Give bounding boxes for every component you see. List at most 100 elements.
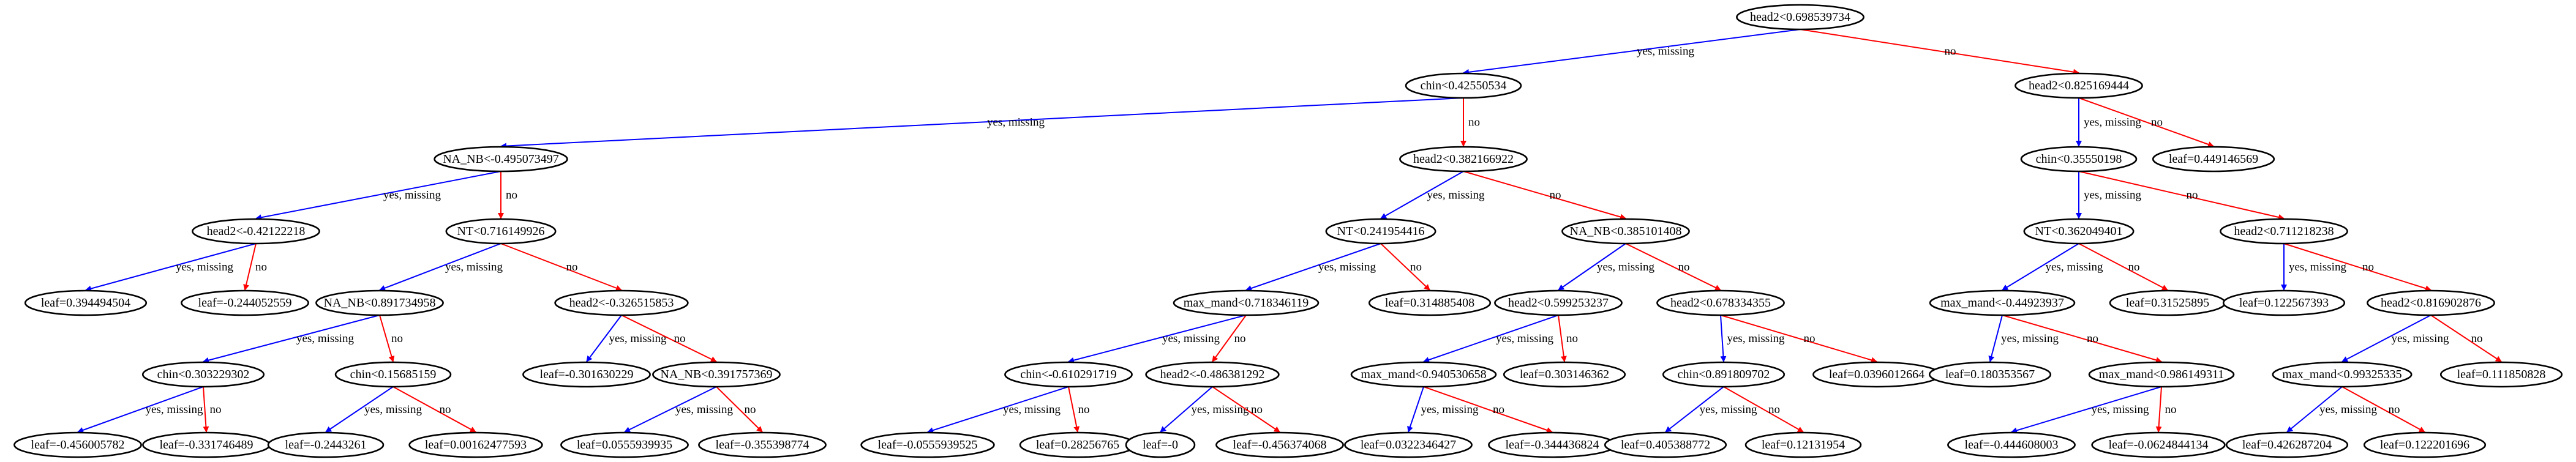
node-label: head2<0.825169444 bbox=[2029, 79, 2129, 92]
node-ellipse bbox=[192, 218, 320, 245]
node-ellipse bbox=[334, 361, 452, 388]
edge-no-n19-n32: no bbox=[1558, 315, 1578, 362]
leaf-node-n34: leaf=0.0396012664 bbox=[1812, 361, 1941, 388]
edge-line bbox=[2011, 386, 2162, 434]
node-ellipse bbox=[554, 289, 689, 316]
edge-label: yes, missing bbox=[1162, 332, 1220, 345]
node-ellipse bbox=[1928, 361, 2052, 388]
node-label: leaf=0.449146569 bbox=[2169, 152, 2258, 166]
split-node-n31: max_mand<0.940530658 bbox=[1350, 361, 1497, 388]
edge-label: no bbox=[1678, 261, 1690, 274]
node-ellipse bbox=[1604, 431, 1727, 458]
edge-yes-n16-n27: yes, missing bbox=[586, 315, 667, 362]
leaf-node-n53: leaf=-0.444608003 bbox=[1947, 431, 2076, 458]
split-node-n8: NT<0.716149926 bbox=[445, 218, 557, 245]
node-label: chin<0.303229302 bbox=[157, 368, 250, 381]
node-ellipse bbox=[1004, 361, 1133, 388]
node-ellipse bbox=[2225, 431, 2349, 458]
edge-line bbox=[1212, 386, 1280, 433]
edge-line bbox=[1212, 315, 1247, 362]
node-label: leaf=-0.2443261 bbox=[285, 438, 367, 452]
edge-label: yes, missing bbox=[1192, 403, 1249, 416]
leaf-node-n22: leaf=0.31525895 bbox=[2109, 289, 2226, 316]
edge-label: yes, missing bbox=[2046, 261, 2103, 274]
edge-line bbox=[1558, 315, 1567, 362]
edge-line bbox=[1720, 315, 1877, 363]
edge-label: yes, missing bbox=[296, 332, 354, 345]
node-label: head2<0.698539734 bbox=[1750, 10, 1850, 24]
edge-line bbox=[1380, 171, 1464, 219]
node-label: head2<-0.486381292 bbox=[1160, 368, 1265, 381]
node-label: leaf=-0.344436824 bbox=[1506, 438, 1599, 452]
leaf-node-n52: leaf=0.12131954 bbox=[1744, 431, 1862, 458]
node-label: leaf=0.314885408 bbox=[1385, 296, 1474, 310]
edge-yes-n15-n25: yes, missing bbox=[203, 315, 380, 363]
node-label: leaf=0.394494504 bbox=[41, 296, 130, 310]
edge-line bbox=[1407, 386, 1424, 433]
node-label: leaf=-0.456374068 bbox=[1233, 438, 1327, 452]
node-ellipse bbox=[24, 289, 148, 316]
node-ellipse bbox=[1125, 431, 1196, 458]
edge-line bbox=[1068, 315, 1247, 363]
edge-no-n5-n12: no bbox=[2078, 171, 2285, 220]
edge-label: yes, missing bbox=[609, 332, 667, 345]
node-label: chin<-0.610291719 bbox=[1020, 368, 1116, 381]
node-label: leaf=-0.331746489 bbox=[160, 438, 253, 452]
edge-no-n7-n14: no bbox=[243, 243, 267, 291]
edge-label: yes, missing bbox=[1637, 45, 1694, 58]
node-ellipse bbox=[2220, 218, 2348, 245]
edge-label: yes, missing bbox=[987, 116, 1045, 129]
edge-no-n24-n38: no bbox=[2430, 315, 2502, 362]
edge-line bbox=[203, 386, 209, 433]
node-ellipse bbox=[2088, 361, 2235, 388]
edge-line bbox=[2341, 386, 2425, 433]
split-node-n25: chin<0.303229302 bbox=[141, 361, 265, 388]
edge-label: yes, missing bbox=[383, 189, 441, 202]
node-ellipse bbox=[434, 146, 568, 173]
edge-yes-n9-n17: yes, missing bbox=[1245, 243, 1381, 291]
edge-line bbox=[2078, 243, 2168, 291]
edge-label: no bbox=[674, 332, 686, 345]
edge-line bbox=[243, 243, 257, 291]
edge-no-n12-n24: no bbox=[2283, 243, 2431, 292]
edge-label: no bbox=[2087, 332, 2098, 345]
edge-line bbox=[1665, 386, 1724, 433]
leaf-node-n49: leaf=0.0322346427 bbox=[1344, 431, 1473, 458]
split-node-n4: head2<0.382166922 bbox=[1399, 146, 1528, 173]
node-label: leaf=0.303146362 bbox=[1520, 368, 1609, 381]
node-label: NA_NB<0.891734958 bbox=[324, 296, 436, 310]
split-node-n12: head2<0.711218238 bbox=[2220, 218, 2348, 245]
edge-no-n9-n18: no bbox=[1380, 243, 1430, 291]
edge-line bbox=[1625, 243, 1721, 291]
node-ellipse bbox=[1656, 289, 1785, 316]
edge-label: yes, missing bbox=[675, 403, 733, 416]
node-ellipse bbox=[1561, 218, 1690, 245]
edge-no-n0-n2: no bbox=[1800, 29, 2079, 75]
edge-yes-n31-n49: yes, missing bbox=[1407, 386, 1479, 433]
node-label: leaf=-0.301630229 bbox=[540, 368, 634, 381]
node-ellipse bbox=[1344, 431, 1473, 458]
node-label: max_mand<0.940530658 bbox=[1361, 368, 1486, 381]
edge-label: yes, missing bbox=[364, 403, 422, 416]
node-label: leaf=0.00162477593 bbox=[425, 438, 527, 452]
edge-label: no bbox=[1550, 189, 1561, 202]
node-ellipse bbox=[408, 431, 543, 458]
edge-line bbox=[379, 315, 395, 362]
node-ellipse bbox=[1215, 431, 1344, 458]
edge-line bbox=[621, 315, 717, 362]
edge-yes-n29-n45: yes, missing bbox=[927, 386, 1069, 434]
split-node-n26: chin<0.15685159 bbox=[334, 361, 452, 388]
node-ellipse bbox=[1929, 289, 2076, 316]
edge-label: yes, missing bbox=[176, 261, 233, 274]
edge-no-n29-n46: no bbox=[1068, 386, 1090, 433]
edge-line bbox=[500, 97, 1464, 149]
node-ellipse bbox=[13, 431, 142, 458]
node-label: NA_NB<-0.495073497 bbox=[443, 152, 559, 166]
edge-yes-n21-n35: yes, missing bbox=[1988, 315, 2059, 362]
edge-label: no bbox=[566, 261, 578, 274]
node-ellipse bbox=[1399, 146, 1528, 173]
edge-no-n11-n22: no bbox=[2078, 243, 2168, 291]
edge-label: yes, missing bbox=[2392, 332, 2449, 345]
